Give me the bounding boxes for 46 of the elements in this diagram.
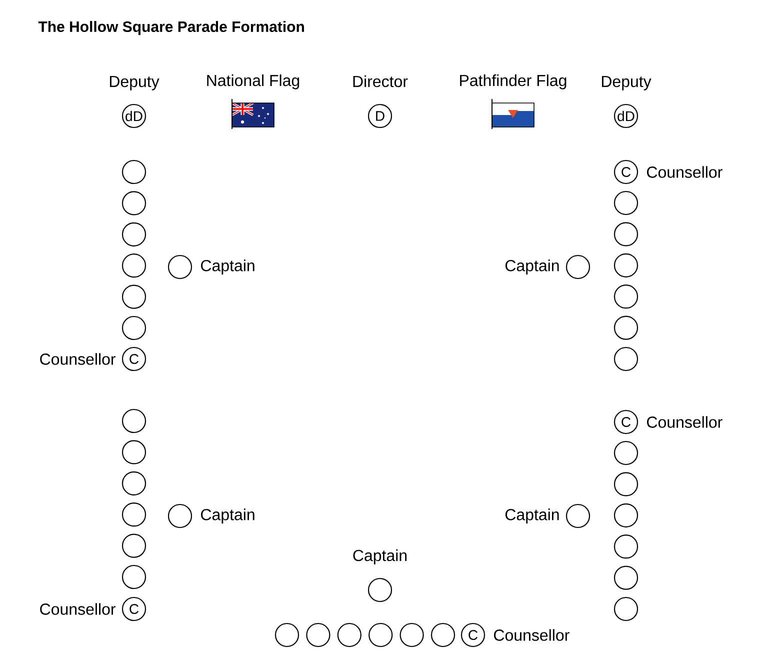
role-label: Counsellor	[40, 353, 116, 365]
person-circle	[122, 564, 146, 590]
person-circle	[614, 503, 638, 528]
person-circle	[122, 284, 146, 309]
role-label: Counsellor	[647, 416, 722, 428]
role-label: Deputy	[602, 76, 652, 90]
role-label: Deputy	[110, 76, 160, 90]
person-circle	[122, 160, 146, 184]
role-label: National Flag	[207, 74, 300, 90]
role-label: Pathfinder Flag	[460, 74, 566, 90]
person-circle	[122, 222, 146, 246]
person-circle	[122, 254, 146, 278]
person-circle	[122, 408, 146, 434]
person-circle	[614, 534, 638, 559]
person-circle	[430, 622, 456, 648]
person-circle	[337, 622, 362, 648]
role-label: Director	[353, 75, 408, 88]
person-circle	[614, 440, 638, 466]
role-label: Counsellor	[647, 166, 722, 178]
title: The Hollow Square Parade Formation	[38, 21, 304, 35]
person-circle	[274, 622, 300, 648]
role-label: Captain	[201, 508, 254, 524]
person-circle	[614, 316, 638, 340]
person-circle	[614, 596, 638, 622]
person-circle	[368, 622, 393, 648]
person-circle	[614, 346, 638, 372]
person-circle	[614, 566, 638, 590]
person-circle	[400, 622, 424, 648]
role-label: Captain	[505, 508, 559, 524]
person-circle	[122, 316, 146, 340]
role-label: Counsellor	[40, 603, 116, 615]
person-circle	[614, 190, 638, 216]
role-label: Counsellor	[494, 629, 570, 641]
role-label: Captain	[353, 549, 407, 564]
person-circle	[614, 472, 638, 496]
person-circle	[122, 502, 146, 527]
person-circle	[122, 534, 146, 558]
person-circle	[306, 622, 330, 648]
person-circle	[122, 440, 146, 464]
person-circle	[614, 284, 638, 309]
role-label: Captain	[505, 260, 559, 274]
person-circle	[122, 191, 146, 216]
person-circle	[614, 222, 638, 246]
person-circle	[614, 253, 638, 278]
person-circle	[122, 471, 146, 496]
role-label: Captain	[201, 260, 254, 274]
